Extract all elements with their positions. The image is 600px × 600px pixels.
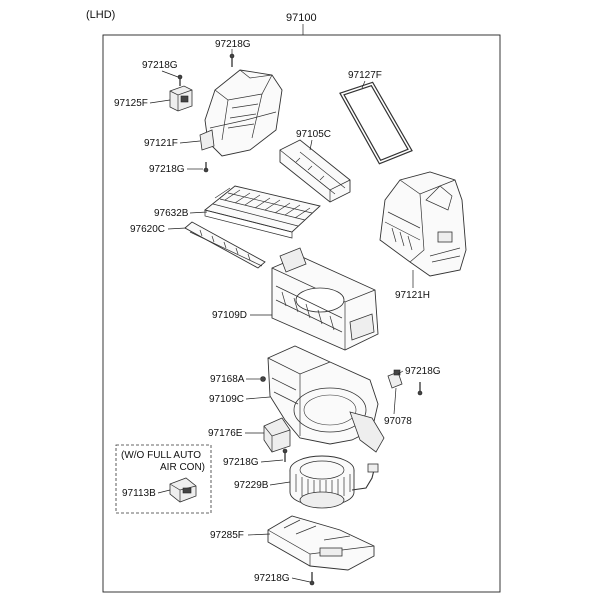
clip-icon (260, 376, 266, 382)
label-97218G-c: 97218G (405, 366, 441, 377)
filter-icon (204, 185, 321, 239)
leader-97218G-a (161, 70, 179, 78)
leader-97620C (167, 227, 187, 230)
leader-97121F (179, 140, 201, 144)
label-97125F: 97125F (114, 98, 148, 109)
leader-97109C (245, 396, 271, 400)
assembly-number: 97100 (286, 12, 317, 24)
label-97168A: 97168A (210, 374, 245, 385)
screw-icon-motor (282, 448, 288, 462)
screw-icon-bottom (309, 572, 315, 586)
leader-97218G-c (397, 370, 404, 375)
label-97218G-top: 97218G (215, 39, 251, 50)
filter-cover-icon (279, 139, 351, 203)
note-line-2: AIR CON) (160, 462, 205, 473)
sensor-icon (387, 369, 403, 389)
label-97218G-a: 97218G (142, 60, 178, 71)
label-97229B: 97229B (234, 480, 269, 491)
label-97285F: 97285F (210, 530, 244, 541)
label-97121H: 97121H (395, 290, 430, 301)
control-module-icon (169, 477, 197, 503)
variant-label: (LHD) (86, 9, 115, 21)
resistor-icon (263, 417, 291, 453)
label-97218G-e: 97218G (254, 573, 290, 584)
intake-housing-icon (379, 171, 467, 277)
label-97109D: 97109D (212, 310, 247, 321)
label-97218G-d: 97218G (223, 457, 259, 468)
leader-97218G-d (260, 459, 284, 463)
label-97078: 97078 (384, 416, 412, 427)
label-97109C: 97109C (209, 394, 244, 405)
leader-97078 (393, 387, 397, 415)
note-box (115, 444, 212, 514)
note-line-1: (W/O FULL AUTO (121, 450, 201, 461)
leader-97285F (247, 533, 271, 536)
leader-97127F (361, 80, 366, 89)
label-97105C: 97105C (296, 129, 331, 140)
leader-97113B (157, 489, 171, 494)
label-97620C: 97620C (130, 224, 165, 235)
intake-duct-icon (199, 69, 283, 157)
leader-97105C (309, 139, 313, 151)
filter-frame-icon (184, 221, 266, 269)
leader-97125F (149, 99, 171, 104)
label-97127F: 97127F (348, 70, 382, 81)
label-97121F: 97121F (144, 138, 178, 149)
screw-icon-right (417, 382, 423, 396)
screw-icon-left (177, 74, 183, 86)
label-97113B: 97113B (122, 488, 156, 499)
gasket-icon (339, 81, 413, 165)
screw-icon-mid (203, 162, 209, 173)
actuator-icon (169, 85, 193, 112)
leader-97218G-e (291, 577, 311, 583)
lower-cover-icon (267, 515, 375, 571)
assembly-frame (102, 34, 501, 593)
leader-97632B (189, 211, 208, 214)
label-97218G-b: 97218G (149, 164, 185, 175)
blower-motor-icon (289, 455, 379, 509)
upper-case-icon (271, 247, 379, 351)
leader-97229B (269, 481, 291, 486)
lower-case-icon (267, 345, 385, 453)
label-97176E: 97176E (208, 428, 243, 439)
screw-icon-top (229, 53, 235, 67)
label-97632B: 97632B (154, 208, 189, 219)
